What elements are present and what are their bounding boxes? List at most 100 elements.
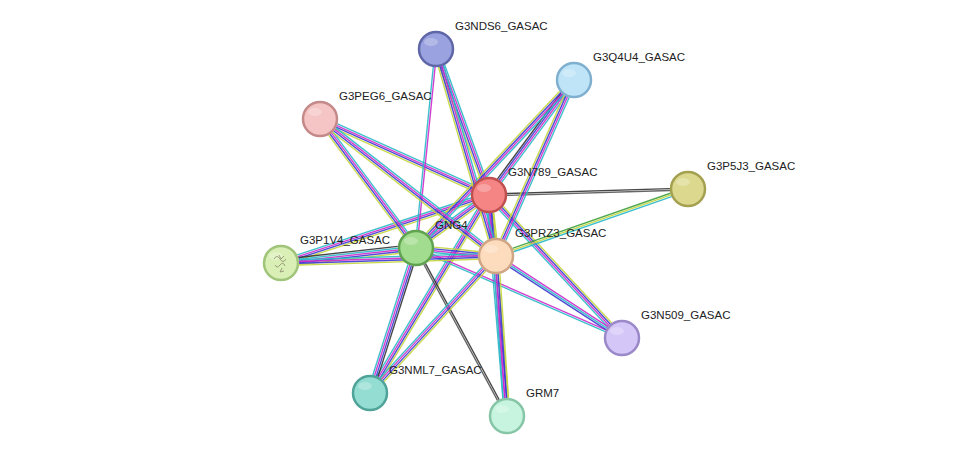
evidence-line <box>511 266 607 328</box>
protein-node: G3N789_GASAC <box>470 176 508 214</box>
interaction-edge <box>495 274 509 398</box>
evidence-line <box>335 129 483 244</box>
node-shape <box>397 229 435 267</box>
node-shape <box>470 176 508 214</box>
evidence-line <box>512 264 608 326</box>
protein-node: G3N509_GASAC <box>603 319 641 357</box>
protein-node: G3P1V4_GASAC <box>262 244 300 282</box>
interaction-edge <box>335 124 473 190</box>
evidence-line <box>378 266 413 377</box>
node-shape <box>555 61 593 99</box>
node-highlight <box>495 405 509 413</box>
node-shape <box>301 100 339 138</box>
evidence-line <box>336 128 484 243</box>
node-label: GNG4 <box>435 219 468 232</box>
protein-node: G3Q4U4_GASAC <box>555 61 593 99</box>
interaction-edge <box>299 254 478 265</box>
node-highlight <box>358 382 372 390</box>
node-label: G3P1V4_GASAC <box>300 234 390 247</box>
evidence-line <box>376 265 411 376</box>
protein-node: GRM7 <box>488 397 526 435</box>
evidence-line <box>329 135 404 235</box>
protein-node: G3PEG6_GASAC <box>301 100 339 138</box>
node-highlight <box>477 184 491 192</box>
evidence-line <box>336 127 472 188</box>
node-label: G3NML7_GASAC <box>389 364 482 377</box>
evidence-line <box>502 208 610 325</box>
node-circle <box>557 63 591 97</box>
node-highlight <box>404 237 418 245</box>
evidence-line <box>338 124 474 185</box>
node-shape <box>477 237 515 275</box>
node-shape <box>417 30 455 68</box>
evidence-line <box>298 246 397 257</box>
evidence-line <box>384 271 486 382</box>
evidence-line <box>382 269 484 380</box>
evidence-line <box>331 133 406 233</box>
interaction-edge <box>507 189 670 196</box>
node-circle <box>490 399 524 433</box>
node-shape <box>669 170 707 208</box>
node-circle <box>353 376 387 410</box>
node-circle <box>605 321 639 355</box>
evidence-line <box>510 267 606 329</box>
node-label: G3NDS6_GASAC <box>455 20 548 33</box>
node-label: G3PRZ3_GASAC <box>515 227 606 240</box>
node-shape <box>488 397 526 435</box>
interaction-edge <box>329 132 408 235</box>
evidence-line <box>429 94 562 236</box>
evidence-line <box>299 254 478 260</box>
protein-node: G3PRZ3_GASAC <box>477 237 515 275</box>
protein-node: GNG4 <box>397 229 435 267</box>
node-shape <box>351 374 389 412</box>
node-circle <box>671 172 705 206</box>
evidence-line <box>330 134 405 234</box>
node-highlight <box>610 327 624 335</box>
node-label: G3P5J3_GASAC <box>707 160 795 173</box>
node-highlight <box>676 178 690 186</box>
node-circle <box>264 246 298 280</box>
evidence-line <box>333 132 481 247</box>
node-circle <box>419 32 453 66</box>
node-highlight <box>308 108 322 116</box>
interaction-edge <box>510 264 608 329</box>
interaction-edge <box>373 264 413 376</box>
protein-node: G3P5J3_GASAC <box>669 170 707 208</box>
protein-node: G3NML7_GASAC <box>351 374 389 412</box>
node-highlight <box>562 69 576 77</box>
node-highlight <box>269 252 283 260</box>
protein-node: G3NDS6_GASAC <box>417 30 455 68</box>
node-shape <box>262 244 300 282</box>
evidence-line <box>426 91 559 233</box>
evidence-line <box>380 267 482 378</box>
node-label: G3Q4U4_GASAC <box>593 51 685 64</box>
evidence-line <box>507 190 670 195</box>
evidence-line <box>514 197 672 252</box>
node-label: G3N509_GASAC <box>641 309 731 322</box>
evidence-line <box>428 92 561 234</box>
node-circle <box>399 231 433 265</box>
node-highlight <box>484 245 498 253</box>
node-highlight <box>424 38 438 46</box>
node-label: G3PEG6_GASAC <box>339 90 432 103</box>
evidence-line <box>424 264 498 400</box>
evidence-line <box>496 274 505 398</box>
evidence-line <box>383 270 485 381</box>
interaction-edge <box>424 263 499 400</box>
interaction-edge <box>333 128 484 247</box>
interaction-edge <box>380 267 486 381</box>
node-circle <box>479 239 513 273</box>
evidence-line <box>513 195 671 250</box>
evidence-line <box>440 67 490 239</box>
evidence-line <box>425 263 499 399</box>
evidence-line <box>495 274 504 398</box>
node-circle <box>472 178 506 212</box>
node-shape <box>603 319 641 357</box>
evidence-line <box>430 95 563 237</box>
node-circle <box>303 102 337 136</box>
evidence-line <box>337 126 473 187</box>
node-label: GRM7 <box>526 387 559 400</box>
